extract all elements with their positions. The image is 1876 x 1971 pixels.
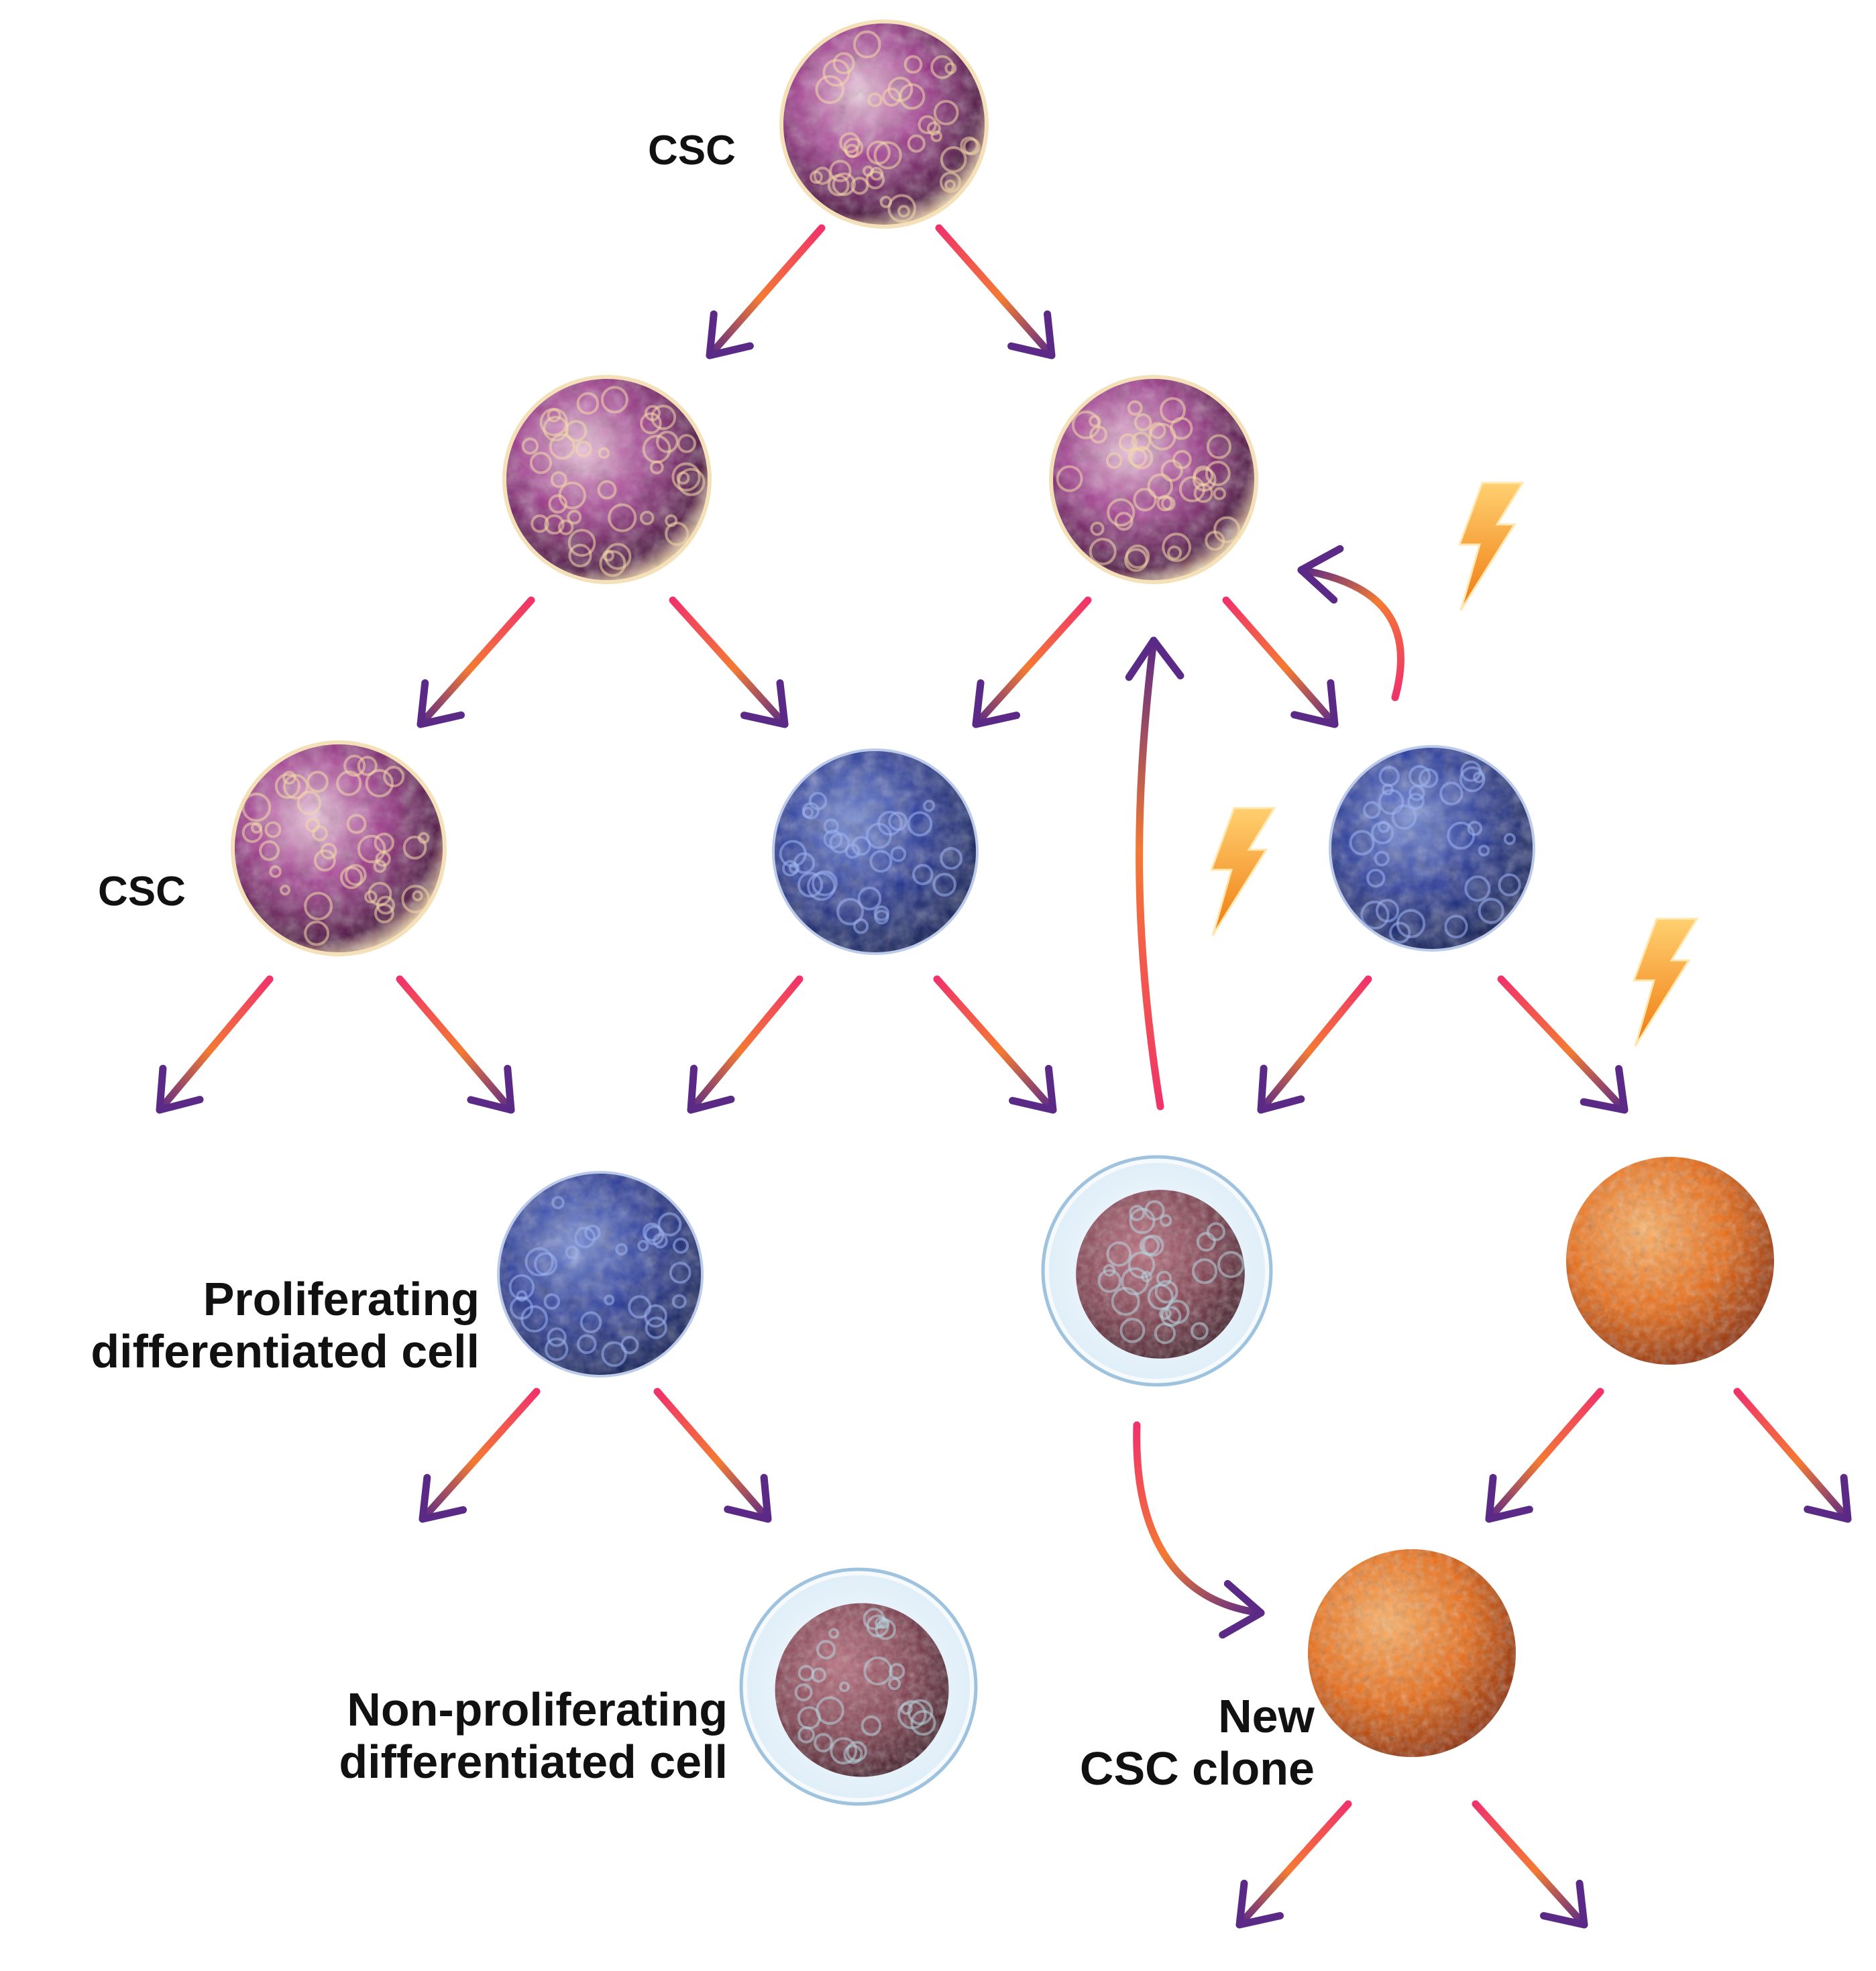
arrow-icon	[706, 224, 826, 359]
csc-cell-csc-gen2-left	[502, 375, 712, 584]
proliferating-differentiated-cell-proliferating-gen3-right	[1329, 745, 1535, 952]
arrow-icon	[972, 596, 1092, 728]
arrow-icon	[933, 975, 1057, 1114]
arrow-icon	[1222, 596, 1339, 728]
lightning-bolt-icon	[1632, 917, 1699, 1047]
arrow-icon	[1297, 545, 1404, 701]
csc-cell-csc-gen2-right	[1049, 375, 1258, 584]
label-csc-left: CSC	[98, 868, 186, 915]
lightning-bolt-icon	[1209, 807, 1276, 936]
arrow-icon	[1733, 1388, 1852, 1523]
arrow-icon	[1485, 1388, 1604, 1523]
arrow-icon	[1125, 636, 1184, 1111]
csc-cell-csc-top	[779, 19, 989, 229]
arrow-icon	[1497, 975, 1629, 1114]
new-csc-clone-cell-new-clone-gen4-right	[1566, 1157, 1774, 1365]
label-new-csc-clone: New CSC clone	[1079, 1690, 1315, 1795]
proliferating-differentiated-cell-proliferating-gen3-center	[772, 748, 979, 955]
arrow-icon	[396, 975, 515, 1114]
arrow-icon	[653, 1388, 772, 1523]
label-csc-top: CSC	[648, 127, 736, 174]
label-non-proliferating-cell: Non-proliferating differentiated cell	[339, 1683, 728, 1789]
arrow-icon	[669, 596, 789, 728]
non-proliferating-differentiated-cell-non-proliferating-gen4-center	[1041, 1155, 1273, 1387]
arrow-icon	[1472, 1800, 1588, 1929]
new-csc-clone-cell-new-csc-clone	[1308, 1549, 1516, 1757]
arrow-icon	[1133, 1421, 1265, 1639]
non-proliferating-differentiated-cell-non-proliferating-gen5	[739, 1567, 978, 1806]
label-proliferating-cell: Proliferating differentiated cell	[91, 1273, 480, 1378]
csc-cell-csc-gen3-left	[231, 740, 447, 956]
arrow-icon	[1257, 975, 1372, 1114]
arrow-icon	[417, 596, 535, 728]
arrow-icon	[935, 224, 1056, 359]
arrow-icon	[156, 975, 274, 1114]
arrow-icon	[419, 1388, 541, 1523]
arrow-icon	[1235, 1800, 1352, 1929]
lightning-bolt-icon	[1457, 482, 1525, 611]
proliferating-differentiated-cell-proliferating-gen4-left	[497, 1171, 704, 1377]
arrow-icon	[687, 975, 804, 1114]
